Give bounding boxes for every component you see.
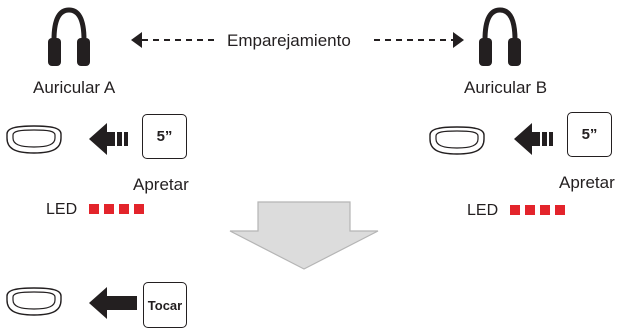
arrow-left-icon (514, 123, 553, 155)
tap-label: Tocar (147, 297, 183, 313)
hold-duration-b: 5” (581, 126, 598, 143)
led-square (119, 204, 129, 214)
down-arrow-icon (229, 201, 379, 270)
arrow-left-icon (89, 123, 128, 155)
led-indicator-b (510, 205, 568, 215)
led-square (510, 205, 520, 215)
tap-button: Tocar (143, 282, 187, 328)
hold-duration-a: 5” (156, 128, 173, 145)
headset-b-label: Auricular B (464, 78, 548, 97)
button-pad-icon (6, 287, 62, 316)
button-pad-icon (6, 125, 62, 154)
led-label-b: LED (467, 202, 499, 219)
led-square (89, 204, 99, 214)
hold-5s-button-a: 5” (142, 114, 187, 159)
pairing-label: Emparejamiento (227, 31, 351, 50)
headphones-icon (48, 7, 90, 66)
headset-a-label: Auricular A (33, 78, 116, 97)
led-square (540, 205, 550, 215)
headphones-icon (479, 7, 521, 66)
led-square (104, 204, 114, 214)
press-label-b: Apretar (559, 173, 615, 192)
led-indicator-a (89, 204, 147, 214)
led-square (555, 205, 565, 215)
dashed-double-arrow-icon (131, 32, 464, 48)
led-label-a: LED (46, 201, 78, 218)
hold-5s-button-b: 5” (567, 112, 612, 157)
button-pad-icon (429, 126, 485, 155)
led-square (134, 204, 144, 214)
press-label-a: Apretar (133, 175, 189, 194)
led-square (525, 205, 535, 215)
arrow-left-icon (89, 287, 137, 319)
